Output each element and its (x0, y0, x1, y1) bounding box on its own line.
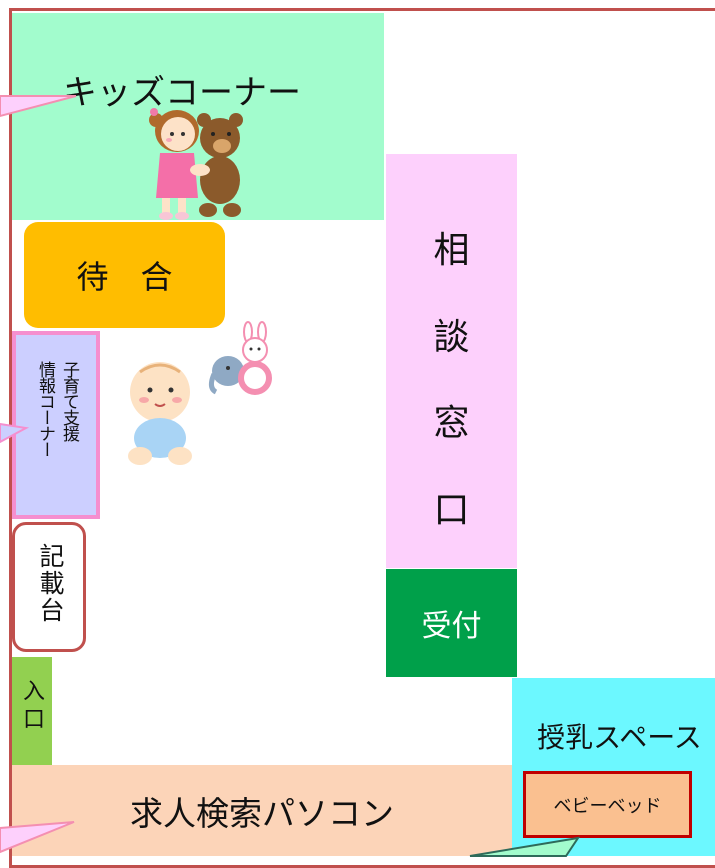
job-search-pc-area: 求人検索パソコン (12, 765, 512, 856)
kids-corner-label: キッズコーナー (63, 73, 301, 113)
consultation-char: 窓 (433, 403, 470, 444)
reception-desk: 受付 (386, 569, 517, 677)
childcare-info-label-line2: 情報コーナー (35, 361, 55, 457)
baby-bed-label: ベビーベッド (553, 795, 662, 817)
baby-bed: ベビーベッド (523, 771, 692, 838)
callout-pointer (0, 95, 77, 118)
writing-desk: 記載台 (12, 522, 86, 652)
consultation-char: 相 (433, 230, 470, 271)
writing-desk-label: 記載台 (36, 543, 65, 624)
waiting-area: 待 合 (24, 222, 225, 328)
kids-corner-area: キッズコーナー (12, 13, 384, 220)
rattle-toy-icon (208, 321, 272, 395)
waiting-area-label: 待 合 (76, 258, 173, 296)
baby-icon (128, 362, 192, 465)
childcare-info-label-line1: 子育て支援 (59, 361, 79, 441)
consultation-char: 口 (433, 490, 470, 531)
callout-pointer (0, 422, 30, 444)
girl-with-teddy-bear-icon (149, 108, 243, 220)
callout-pointer (0, 821, 75, 854)
entrance: 入口 (12, 657, 52, 765)
consultation-window: 相 談 窓 口 (386, 154, 517, 568)
job-search-pc-label: 求人検索パソコン (130, 793, 394, 833)
nursing-space-label: 授乳スペース (537, 721, 702, 754)
consultation-char: 談 (433, 317, 470, 358)
reception-label: 受付 (421, 609, 482, 644)
entrance-label: 入口 (19, 679, 44, 735)
childcare-info-corner: 子育て支援 情報コーナー (12, 331, 100, 519)
callout-pointer (469, 836, 581, 857)
